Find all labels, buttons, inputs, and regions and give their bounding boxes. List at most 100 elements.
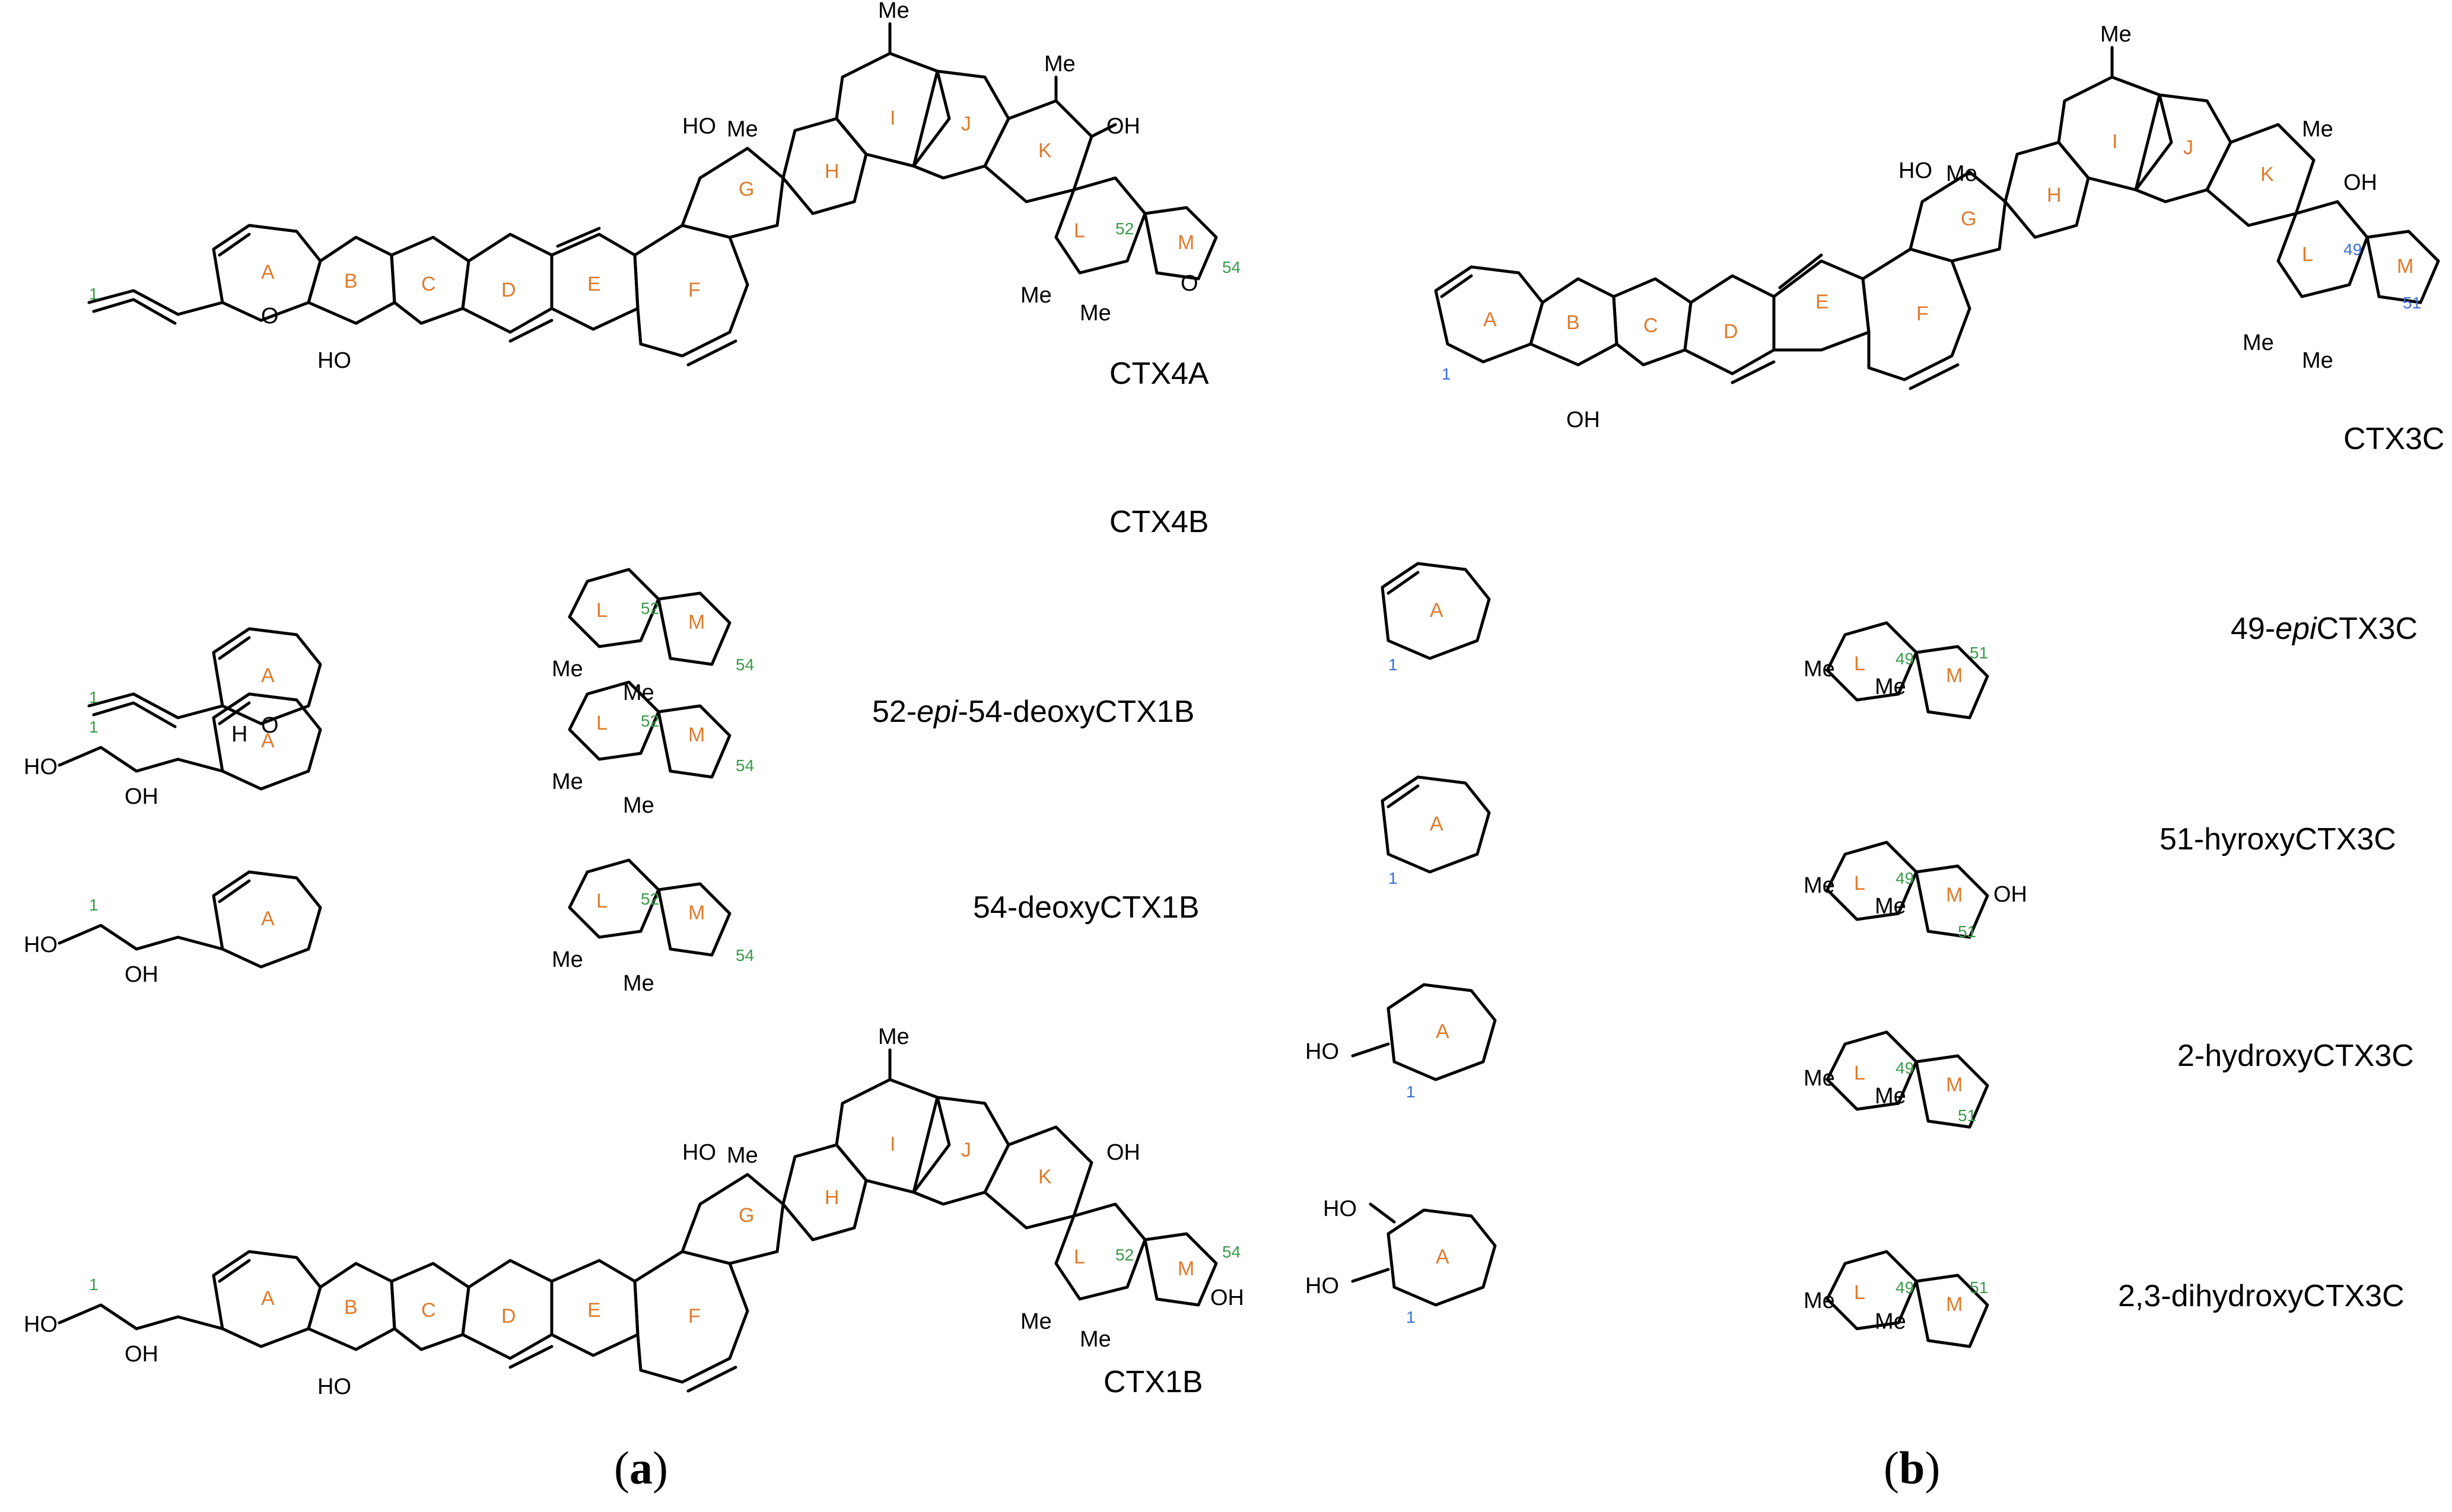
me-label-ctx4a: Me — [878, 0, 909, 23]
ring-letter-b-ctx4a: B — [344, 270, 358, 292]
atom-numbers: 1 52 54 1 52 54 1 52 54 1 52 54 1 52 54 … — [89, 219, 2421, 1326]
c52-label-deoxy: 52 — [641, 890, 659, 908]
ring-letter-a-23oh: A — [1436, 1246, 1449, 1268]
c51-label-51oh: 51 — [1958, 922, 1976, 941]
epi-deoxy-ctx1b-structure — [58, 680, 732, 791]
caption-51-hyroxy-ctx3c: 51-hyroxyCTX3C — [2160, 822, 2396, 857]
deoxy-ctx1b-structure — [58, 858, 732, 969]
oh-label-51oh: OH — [1993, 882, 2027, 907]
ring-letter-l-ctx4a: L — [1074, 219, 1085, 242]
panel-a-letter: a — [629, 1442, 653, 1494]
ring-letter-m-epi: M — [688, 724, 705, 746]
me-label-ctx3c-l: Me — [2243, 330, 2274, 355]
oh-label-ctx3c: OH — [2343, 170, 2377, 195]
c1-label-deoxy: 1 — [89, 896, 98, 914]
c52-label-ctx4b: 52 — [641, 599, 659, 617]
c51-label-23oh: 51 — [1970, 1278, 1988, 1297]
ring-letter-a-51oh: A — [1430, 813, 1443, 835]
ring-letter-a-2oh: A — [1436, 1020, 1449, 1043]
oh-label-deoxy: OH — [125, 962, 158, 987]
ring-letter-c-ctx4a: C — [421, 273, 436, 295]
ring-letter-m-ctx1b: M — [1178, 1258, 1194, 1280]
me-label-ctx1b-l: Me — [1020, 1309, 1052, 1334]
c49-label-51oh: 49 — [1896, 869, 1914, 887]
ho-label-epi: HO — [24, 755, 58, 779]
c1-label-ctx4b: 1 — [89, 688, 98, 706]
c54-label-deoxy: 54 — [736, 946, 754, 965]
oh-label-ctx1b-m: OH — [1210, 1285, 1244, 1310]
c52-label-ctx1b: 52 — [1115, 1246, 1134, 1264]
ring-letter-c-ctx3c: C — [1643, 314, 1658, 337]
c1-label-51oh: 1 — [1388, 869, 1398, 887]
caption-epi-prefix: 52- — [872, 695, 917, 729]
panel-a-open: ( — [614, 1442, 629, 1494]
me-label-epi: Me — [552, 769, 583, 794]
h-label-ctx4b: H — [231, 722, 247, 747]
c49-label-2oh: 49 — [1896, 1059, 1914, 1077]
ring-letter-e-ctx4a: E — [587, 273, 601, 295]
c54-label-ctx4b: 54 — [736, 655, 754, 674]
caption-49-prefix: 49- — [2231, 612, 2276, 646]
me-label-ctx3c-l2: Me — [2302, 348, 2333, 373]
me-label-ctx4a-k: Me — [1044, 52, 1076, 77]
ring-letter-l-deoxy: L — [596, 890, 608, 912]
ring-letter-j-ctx3c: J — [2183, 136, 2193, 159]
oh-label-ctx1b: OH — [125, 1342, 158, 1367]
ring-letter-f-ctx1b: F — [688, 1305, 701, 1328]
caption-ctx4b: CTX4B — [1109, 505, 1209, 539]
me-label-ctx4a-g: Me — [727, 117, 758, 142]
ring-letter-m-epi3c: M — [1946, 664, 1963, 687]
atom-labels: Me HO Me OH Me Me Me HO O O O H Me Me HO… — [24, 0, 2377, 1399]
ring-letter-h-ctx4a: H — [825, 160, 839, 183]
ring-letter-d-ctx3c: D — [1723, 320, 1738, 343]
ring-letter-m-23oh: M — [1946, 1293, 1963, 1316]
me-label-ctx4b-2: Me — [623, 680, 654, 705]
c51-label-ctx3c: 51 — [2403, 294, 2421, 312]
ctx3c-ring-a-fragments — [1351, 562, 1497, 1307]
c51-label-2oh: 51 — [1958, 1106, 1976, 1125]
me-label-ctx4a-l: Me — [1020, 283, 1052, 308]
ring-letter-m-ctx4a: M — [1178, 231, 1194, 254]
ring-letter-e-ctx3c: E — [1815, 291, 1829, 313]
me-label-ctx4b: Me — [552, 657, 583, 682]
ring-letter-a-ctx3c: A — [1483, 308, 1497, 331]
ring-letter-m-51oh: M — [1946, 884, 1963, 906]
ring-letter-b-ctx3c: B — [1566, 311, 1580, 334]
panel-label-a: (a) — [614, 1441, 668, 1495]
c54-label-epi: 54 — [736, 756, 754, 775]
c51-label-epi3c: 51 — [1970, 644, 1988, 662]
ring-letter-l-epi: L — [596, 712, 608, 734]
ring-letter-l-23oh: L — [1854, 1281, 1865, 1304]
caption-2-hydroxy-ctx3c: 2-hydroxyCTX3C — [2177, 1039, 2414, 1073]
me-label-ctx1b-l2: Me — [1080, 1327, 1111, 1352]
ho-label-ctx3c: HO — [1898, 158, 1932, 183]
ho-label-23oh-2: HO — [1305, 1274, 1339, 1298]
me-label-ctx3c: Me — [2100, 22, 2132, 47]
ring-letter-a-epi3c: A — [1430, 599, 1443, 622]
ho-label-deoxy: HO — [24, 932, 58, 957]
ring-letter-a-epi: A — [261, 730, 275, 752]
ring-letter-g-ctx1b: G — [739, 1204, 754, 1227]
ring-letter-i-ctx1b: I — [890, 1133, 895, 1156]
me-label-deoxy-2: Me — [623, 971, 654, 996]
ring-letter-c-ctx1b: C — [421, 1299, 436, 1322]
ctx3c-structure — [1434, 46, 2440, 390]
me-label-2oh-2: Me — [1875, 1084, 1906, 1109]
ring-letter-i-ctx4a: I — [890, 107, 895, 129]
c49-label-epi3c: 49 — [1896, 650, 1914, 668]
caption-49-suffix: CTX3C — [2316, 612, 2418, 646]
ring-letter-a-deoxy: A — [261, 908, 275, 930]
me-label-ctx3c-g: Me — [1946, 161, 1977, 186]
ring-letter-e-ctx1b: E — [587, 1299, 601, 1322]
c1-label-epi3c: 1 — [1388, 655, 1398, 674]
ctx1b-structure — [58, 1048, 1218, 1393]
caption-deoxy-ctx1b: 54-deoxyCTX1B — [973, 890, 1200, 925]
ctx3c-lm-fragments — [1826, 621, 1989, 1348]
oh-label-ctx1b-k: OH — [1106, 1140, 1140, 1165]
panel-b-open: ( — [1884, 1442, 1899, 1494]
ctx4a-structure — [87, 22, 1218, 367]
ring-letter-m-ctx4b: M — [688, 611, 705, 634]
me-label-ctx4a-l2: Me — [1080, 301, 1111, 326]
